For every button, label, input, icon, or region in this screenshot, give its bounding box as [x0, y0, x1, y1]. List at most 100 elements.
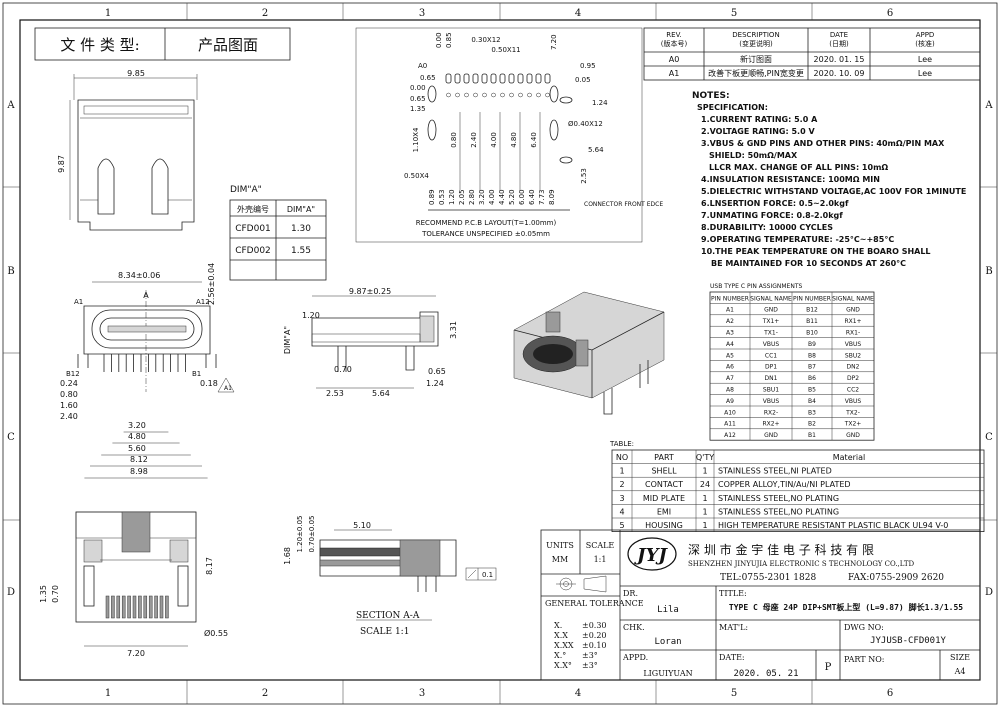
- pin-table-cell: CC1: [765, 352, 777, 359]
- dim-label: 2.53: [580, 168, 588, 184]
- doc-type-label: 文 件 类 型:: [60, 36, 139, 54]
- pin-table-cell: A6: [726, 364, 734, 371]
- dim-label: 0.05: [575, 76, 591, 84]
- p-mark: P: [825, 662, 832, 673]
- doc-type-box: 文 件 类 型: 产品图面: [34, 27, 291, 61]
- grid-row-right: D: [985, 587, 993, 598]
- bom-cell: EMI: [657, 507, 671, 516]
- pin-a1-label: A1: [74, 298, 83, 306]
- bom-cell: 5: [619, 521, 624, 530]
- grid-col-bottom: 4: [575, 688, 581, 699]
- note-line: 8.DURABILITY: 10000 CYCLES: [701, 223, 833, 232]
- bom-header: NO: [616, 453, 628, 462]
- rev-cell: A0: [669, 55, 680, 64]
- rev-cell: 改善下板更顺畅,PIN宽变更: [708, 68, 804, 78]
- pin-table-cell: RX1-: [846, 330, 860, 337]
- dim-table-header: 外壳编号: [237, 204, 269, 214]
- pin-table-cell: TX2+: [844, 421, 862, 428]
- rev-header: (日期): [829, 40, 849, 48]
- pcb-pad: [499, 73, 506, 84]
- pcb-slot: [559, 96, 573, 104]
- dim-label: 1.10X4: [412, 127, 420, 152]
- dim-label: 1.68: [283, 547, 292, 565]
- note-line: SHIELD: 50mΩ/MAX: [709, 151, 798, 160]
- pin-table-cell: B8: [808, 352, 816, 359]
- dim-label: 1.20±0.05: [296, 515, 304, 552]
- bom-header: Q'TY: [696, 453, 714, 462]
- pin-table-title: USB TYPE C PIN ASSIGNMENTS: [710, 283, 803, 290]
- rev-header: (核准): [915, 39, 935, 48]
- dim-label: 0.53: [438, 189, 446, 205]
- dim-label: 0.50X4: [404, 172, 429, 180]
- grid-col-bottom: 1: [105, 688, 111, 699]
- dim-label: 0.24: [60, 379, 78, 388]
- pin-table-cell: TX2-: [845, 409, 860, 416]
- pcb-pad: [526, 73, 533, 84]
- pin-table-cell: A5: [726, 352, 734, 359]
- pcb-slot: [549, 119, 559, 141]
- rev-cell: Lee: [918, 69, 932, 78]
- rev-cell: Lee: [918, 55, 932, 64]
- bom-cell: SHELL: [651, 467, 677, 476]
- dim-label: 1.24: [426, 379, 444, 388]
- pin-table-cell: A11: [724, 421, 736, 428]
- bottom-pad: [127, 595, 131, 619]
- bottom-pad: [116, 595, 121, 619]
- grid-col-top: 6: [887, 8, 893, 19]
- date-value: 2020. 05. 21: [733, 669, 798, 679]
- notes-title: NOTES:: [692, 91, 730, 101]
- bottom-pad: [132, 595, 137, 619]
- rev-cell: 2020. 10. 09: [814, 69, 865, 78]
- bom-cell: CONTACT: [645, 480, 683, 489]
- pin-table-cell: TX1-: [763, 330, 778, 337]
- dim-label: 6.40: [530, 132, 538, 148]
- iso-view: [513, 291, 665, 415]
- pcb-hole: [455, 92, 460, 98]
- pcb-hole: [482, 92, 487, 98]
- pin-table-header: PIN NUMBER: [711, 295, 749, 302]
- bom-header: PART: [654, 453, 674, 462]
- bom-cell: STAINLESS STEEL,NO PLATING: [718, 494, 839, 503]
- dim-table-cell: 1.30: [291, 224, 311, 234]
- pin-table-cell: B10: [806, 330, 818, 337]
- pcb-slot: [549, 85, 559, 103]
- note-line: 6.LNSERTION FORCE: 0.5~2.0kgf: [701, 199, 849, 208]
- pin-table-cell: A4: [726, 341, 734, 348]
- tol-key: X.X°: [554, 661, 572, 670]
- pin-table-header: PIN NUMBER: [793, 295, 831, 302]
- bottom-view: 1.35 0.70 7.20 8.17 Ø0.55: [39, 511, 228, 658]
- dim-label: 8.12: [130, 455, 148, 464]
- note-line: LLCR MAX. CHANGE OF ALL PINS: 10mΩ: [709, 163, 888, 172]
- revision-table: REV. (版本号) DESCRIPTION (变更说明) DATE (日期) …: [643, 27, 981, 81]
- matl-label: MAT'L:: [719, 623, 748, 632]
- dim-label: 0.65: [420, 74, 436, 82]
- shell-leg: [77, 354, 217, 368]
- pin-a12-label: A12: [196, 298, 210, 306]
- dim-table-title: DIM"A": [230, 185, 262, 195]
- note-line: 5.DIELECTRIC WITHSTAND VOLTAGE,AC 100V F…: [701, 187, 966, 196]
- grid-row-right: C: [985, 432, 993, 443]
- logo-text: JYJ: [634, 545, 668, 566]
- pin-table-cell: GND: [764, 307, 778, 314]
- rev-header: REV.: [666, 31, 681, 39]
- scale-value: 1:1: [594, 555, 607, 564]
- units-value: MM: [552, 555, 568, 564]
- projection-symbol: [556, 575, 607, 593]
- rev-header: (变更说明): [739, 39, 773, 48]
- dim-label: 3.20: [478, 189, 486, 205]
- pcb-pad: [490, 73, 497, 84]
- pin-table-cell: RX2-: [764, 409, 778, 416]
- pin-table-cell: A3: [726, 330, 734, 337]
- dim-label: 7.73: [538, 189, 546, 205]
- dim-label: 4.00: [490, 132, 498, 148]
- side-view: 9.87±0.25 DIM"A" 1.20 3.31 0.70 0.65 2.5…: [283, 287, 458, 398]
- dim-label: 0.65: [410, 95, 426, 103]
- pcb-caption: RECOMMEND P.C.B LAYOUT(T=1.00mm): [416, 219, 557, 227]
- receptacle-pins: [77, 354, 217, 372]
- dim-label: 0.89: [428, 189, 436, 205]
